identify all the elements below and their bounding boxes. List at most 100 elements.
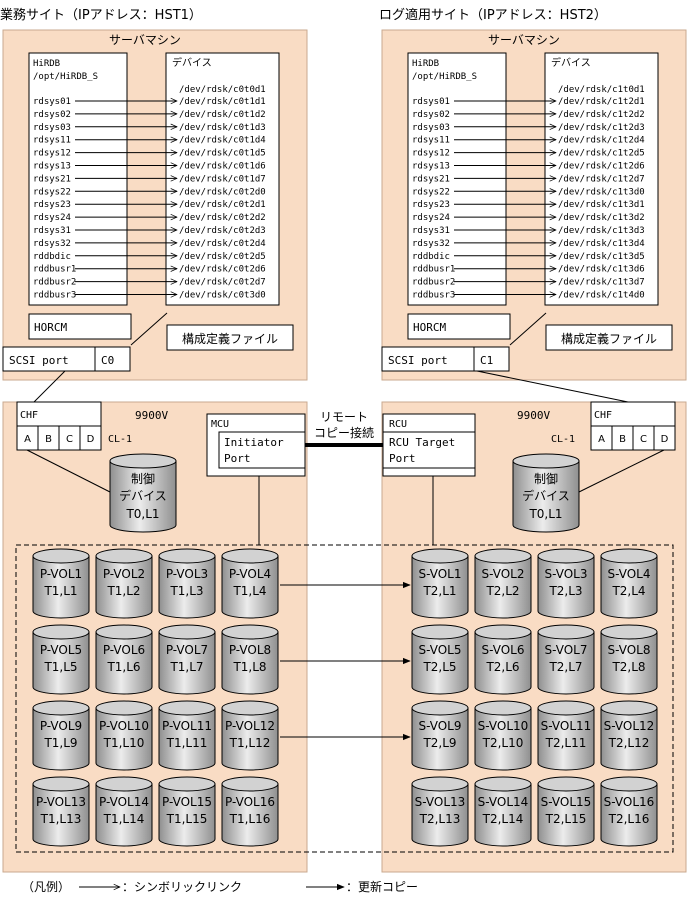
initiator-port-label-2: Port — [224, 452, 251, 465]
secondary-volume-body — [537, 783, 595, 847]
primary-volume-name: P-VOL2 — [103, 567, 145, 581]
symlink-name: rdsys31 — [33, 226, 71, 236]
secondary-volume-body — [411, 783, 469, 847]
symlink-name: rdsys22 — [33, 187, 71, 197]
secondary-volume-address: T2,L12 — [608, 736, 650, 750]
secondary-volume-address: T2,L11 — [545, 736, 587, 750]
device-path: /dev/rdsk/c0t2d4 — [179, 239, 266, 249]
primary-volume-name: P-VOL1 — [40, 567, 82, 581]
secondary-volume-top — [411, 548, 469, 564]
primary-volume-top — [95, 624, 153, 640]
chf-port-label: D — [661, 434, 669, 445]
config-file-pointer — [130, 312, 168, 346]
secondary-volume-body — [411, 555, 469, 619]
cluster-label: CL-1 — [108, 434, 132, 445]
primary-volume-body — [158, 783, 216, 847]
primary-volume-address: T1,L1 — [43, 584, 77, 598]
primary-volume-body — [32, 631, 90, 695]
symlink-name: rdsys21 — [412, 174, 450, 184]
primary-volume-top — [221, 624, 279, 640]
volume-group-border — [15, 544, 674, 853]
secondary-volume-top — [537, 776, 595, 792]
device-box — [165, 52, 280, 306]
initiator-port-label-1: Initiator — [224, 436, 284, 449]
primary-volume-body — [32, 555, 90, 619]
device-path: /dev/rdsk/c1t2d2 — [558, 110, 645, 120]
primary-volume-address: T1,L16 — [229, 812, 271, 826]
device-path: /dev/rdsk/c0t1d2 — [179, 110, 266, 120]
control-device-body — [512, 460, 580, 533]
device-path: /dev/rdsk/c0t2d0 — [179, 187, 266, 197]
rcu-target-port-label-1: RCU Target — [389, 436, 455, 449]
device-box — [544, 52, 659, 306]
symlink-name: rdsys13 — [33, 162, 71, 172]
secondary-volume-address: T2,L3 — [548, 584, 582, 598]
primary-volume-body — [32, 783, 90, 847]
device-path: /dev/rdsk/c0t1d4 — [179, 136, 266, 146]
control-device-link — [26, 449, 111, 493]
secondary-volume-name: S-VOL13 — [415, 795, 466, 809]
secondary-volume-name: S-VOL8 — [607, 643, 650, 657]
legend-update-copy-label: ：更新コピー — [346, 879, 418, 894]
symlink-name: rdsys23 — [33, 200, 71, 210]
chf-port-label: D — [87, 434, 95, 445]
symlink-name: rdsys01 — [412, 97, 450, 107]
primary-volume-name: P-VOL11 — [162, 719, 212, 733]
secondary-volume-body — [600, 707, 658, 771]
secondary-volume-top — [600, 548, 658, 564]
secondary-volume-name: S-VOL6 — [481, 643, 524, 657]
primary-volume-name: P-VOL4 — [229, 567, 271, 581]
chf-label: CHF — [20, 410, 38, 421]
primary-volume-body — [95, 631, 153, 695]
site-title: 業務サイト（IPアドレス：HST1） — [0, 7, 202, 23]
secondary-volume-name: S-VOL3 — [544, 567, 587, 581]
device-path: /dev/rdsk/c1t2d7 — [558, 174, 645, 184]
primary-volume-top — [95, 548, 153, 564]
secondary-volume-top — [411, 624, 469, 640]
primary-volume-address: T1,L15 — [166, 812, 208, 826]
secondary-volume-address: T2,L6 — [485, 660, 519, 674]
symlink-name: rdsys11 — [412, 136, 450, 146]
primary-volume-name: P-VOL5 — [40, 643, 82, 657]
remote-copy-label-1: リモート — [320, 410, 368, 424]
hirdb-path: /opt/HiRDB_S — [412, 72, 477, 82]
secondary-volume-body — [411, 707, 469, 771]
secondary-volume-address: T2,L5 — [422, 660, 456, 674]
primary-volume-address: T1,L5 — [43, 660, 77, 674]
device-path: /dev/rdsk/c0t3d0 — [179, 291, 266, 301]
horcm-box — [407, 313, 511, 340]
primary-volume-top — [95, 776, 153, 792]
horcm-box — [28, 313, 132, 340]
secondary-volume-body — [600, 783, 658, 847]
secondary-volume-name: S-VOL15 — [541, 795, 592, 809]
symlink-name: rddbdic — [33, 252, 71, 262]
server-machine-label: サーバマシン — [109, 33, 181, 47]
secondary-volume-address: T2,L9 — [422, 736, 456, 750]
secondary-volume-top — [600, 776, 658, 792]
secondary-volume-name: S-VOL4 — [607, 567, 650, 581]
secondary-volume-address: T2,L4 — [611, 584, 645, 598]
symlink-name: rddbdic — [412, 252, 450, 262]
secondary-volume-top — [411, 776, 469, 792]
secondary-volume-body — [537, 707, 595, 771]
secondary-volume-top — [474, 776, 532, 792]
primary-volume-body — [221, 555, 279, 619]
secondary-volume-name: S-VOL7 — [544, 643, 587, 657]
chf-port-label: C — [66, 434, 73, 445]
config-file-pointer — [509, 312, 547, 346]
symlink-name: rdsys21 — [33, 174, 71, 184]
device-first: /dev/rdsk/c1t0d1 — [558, 85, 645, 95]
primary-volume-top — [158, 548, 216, 564]
